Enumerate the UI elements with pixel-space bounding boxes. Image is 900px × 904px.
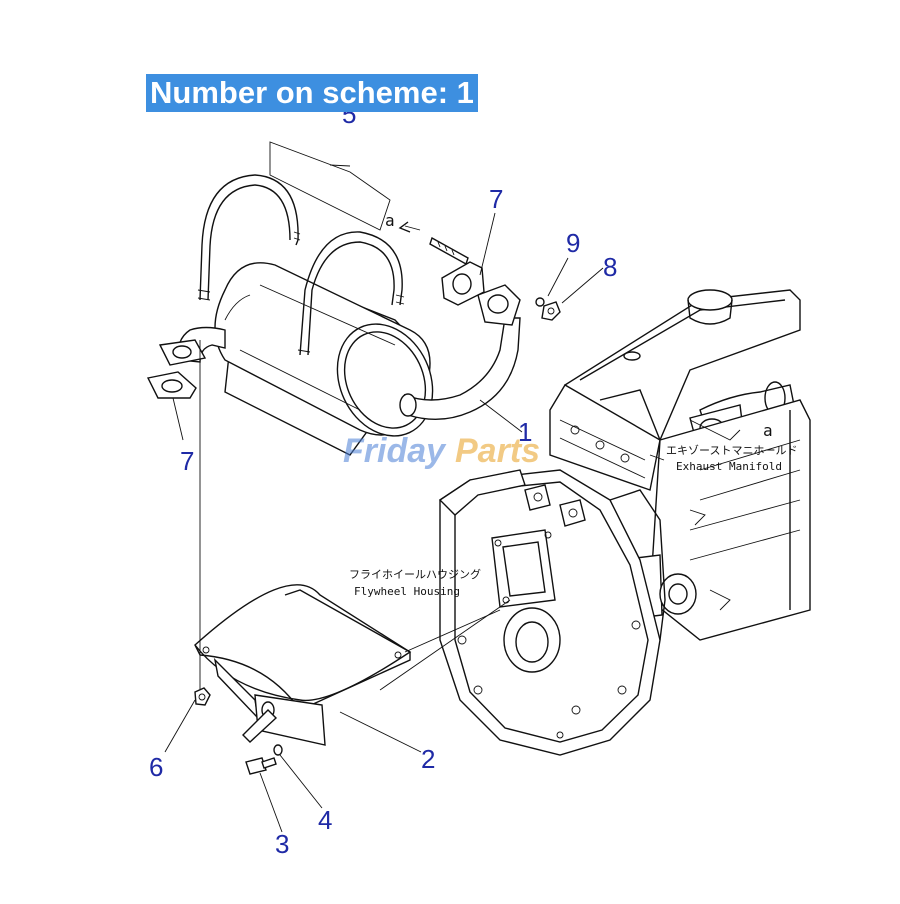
mounting-hardware (146, 236, 561, 399)
watermark-part2: Parts (455, 432, 540, 470)
callout-2: 2 (421, 744, 435, 774)
flywheel-housing (438, 469, 666, 756)
flywheel-housing-en-label: Flywheel Housing (354, 585, 460, 598)
engine-block (549, 289, 811, 641)
muffler-bracket (194, 584, 412, 775)
callout-4: 4 (318, 805, 332, 835)
leader-lines (164, 141, 741, 833)
exhaust-manifold-en-label: Exhaust Manifold (676, 460, 782, 473)
muffler (158, 262, 521, 456)
callout-9: 9 (566, 228, 580, 258)
callout-6: 6 (149, 752, 163, 782)
callout-7-left: 7 (180, 446, 194, 476)
callout-3: 3 (275, 829, 289, 859)
watermark: Friday Parts (343, 432, 540, 470)
exhaust-manifold-jp-label: エキゾーストマニホールド (666, 444, 797, 457)
ref-mark-a-left: a (385, 211, 395, 230)
flywheel-housing-jp-label: フライホイールハウジング (349, 567, 481, 581)
callout-8: 8 (603, 252, 617, 282)
callout-1: 1 (518, 417, 532, 447)
scheme-number-banner: Number on scheme: 1 (146, 74, 478, 112)
ref-mark-a-right: a (763, 421, 773, 440)
u-bolts (197, 174, 405, 356)
watermark-part1: Friday (343, 432, 447, 470)
japanese-labels: エキゾーストマニホールド Exhaust Manifold フライホイールハウジ… (349, 211, 797, 598)
callout-7-top: 7 (489, 184, 503, 214)
